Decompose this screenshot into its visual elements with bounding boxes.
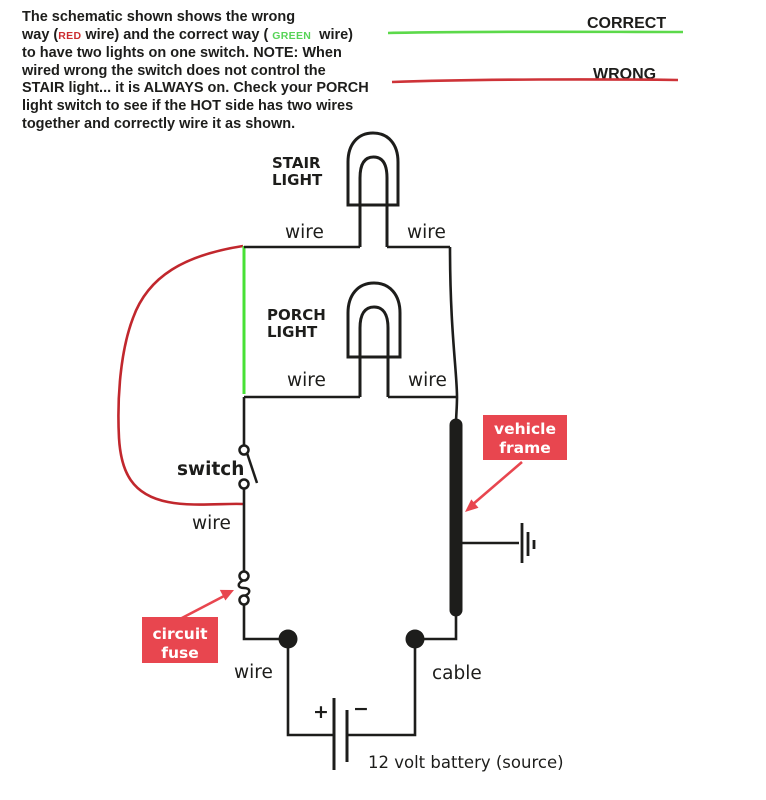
fuse-symbol [237, 570, 251, 606]
vehicle-frame-callout: vehicle frame [465, 415, 567, 512]
vehicle-frame-arrow-line [471, 461, 523, 506]
porch-right-wire-label: wire [408, 370, 447, 391]
right-drop-wire-line [448, 246, 459, 425]
ground-symbol [462, 523, 536, 563]
fuse-element [237, 578, 251, 598]
stair-bulb-filament [358, 155, 389, 247]
intro-line-2: way (RED wire) and the correct way (GREE… [22, 26, 354, 43]
switch-wire-label: wire [192, 513, 231, 534]
stair-light-label-line2: LIGHT [272, 171, 323, 189]
stair-bulb-outer [346, 131, 400, 207]
porch-bulb-outer [346, 281, 402, 359]
circuit-fuse-label-line2: fuse [161, 644, 199, 662]
circuit-fuse-arrowhead [219, 589, 234, 601]
cable-label: cable [432, 663, 482, 684]
vehicle-frame-label-line1: vehicle [494, 420, 556, 438]
battery-plus-sign: + [313, 701, 329, 723]
vehicle-frame-label-line2: frame [499, 439, 551, 457]
circuit-fuse-box [142, 617, 218, 663]
switch-label: switch [177, 459, 244, 480]
battery-minus-sign: − [353, 698, 369, 720]
stair-light-bulb [346, 131, 400, 247]
intro-line-3: to have two lights on one switch. NOTE: … [22, 45, 342, 62]
battery-symbol: + − 12 volt battery (source) [286, 648, 564, 772]
intro-line-1: The schematic shown shows the wrong [22, 9, 296, 25]
fuse-to-junction-line [242, 605, 280, 641]
switch-blade [245, 452, 259, 484]
switch-terminal-bottom [238, 478, 250, 490]
circuit-fuse-arrow-line [179, 593, 227, 621]
battery-right-lead [347, 648, 417, 737]
vehicle-frame-box [483, 415, 567, 460]
battery-label: 12 volt battery (source) [368, 753, 564, 772]
switch-symbol [238, 444, 259, 490]
bottom-wire-label: wire [234, 662, 273, 683]
porch-light-label-line2: LIGHT [267, 323, 318, 341]
legend-correct-line [387, 30, 684, 35]
junction-dot-left [278, 629, 298, 649]
intro-paragraph: The schematic shown shows the wrong way … [22, 9, 442, 133]
circuit-fuse-callout: circuit fuse [142, 589, 234, 663]
circuit-fuse-label-line1: circuit [152, 625, 208, 643]
vehicle-frame-arrowhead [465, 499, 479, 512]
intro-line-6: light switch to see if the HOT side has … [22, 97, 354, 114]
stair-right-wire-label: wire [407, 222, 446, 243]
wrong-wire-path [117, 244, 244, 506]
porch-light-label-line1: PORCH [267, 306, 326, 324]
intro-line-4: wired wrong the switch does not control … [22, 62, 326, 79]
legend-correct-label: CORRECT [587, 15, 666, 32]
red-word: RED [58, 29, 82, 42]
green-word: GREEN [272, 29, 312, 42]
fuse-terminal-top [238, 570, 250, 582]
legend-wrong-line [391, 78, 679, 84]
stair-light-label-line1: STAIR [272, 154, 321, 172]
stair-left-wire-label: wire [285, 222, 324, 243]
frame-to-junction-line [424, 610, 458, 641]
battery-left-lead [286, 648, 333, 737]
fuse-terminal-bottom [238, 594, 250, 606]
porch-light-bulb [346, 281, 402, 397]
porch-bulb-filament [358, 305, 390, 397]
junction-dot-right [405, 629, 425, 649]
intro-line-5: STAIR light... it is ALWAYS on. Check yo… [22, 80, 369, 97]
switch-terminal-top [238, 444, 250, 456]
intro-line-7: together and correctly wire it as shown. [22, 115, 296, 132]
porch-left-wire-label: wire [287, 370, 326, 391]
